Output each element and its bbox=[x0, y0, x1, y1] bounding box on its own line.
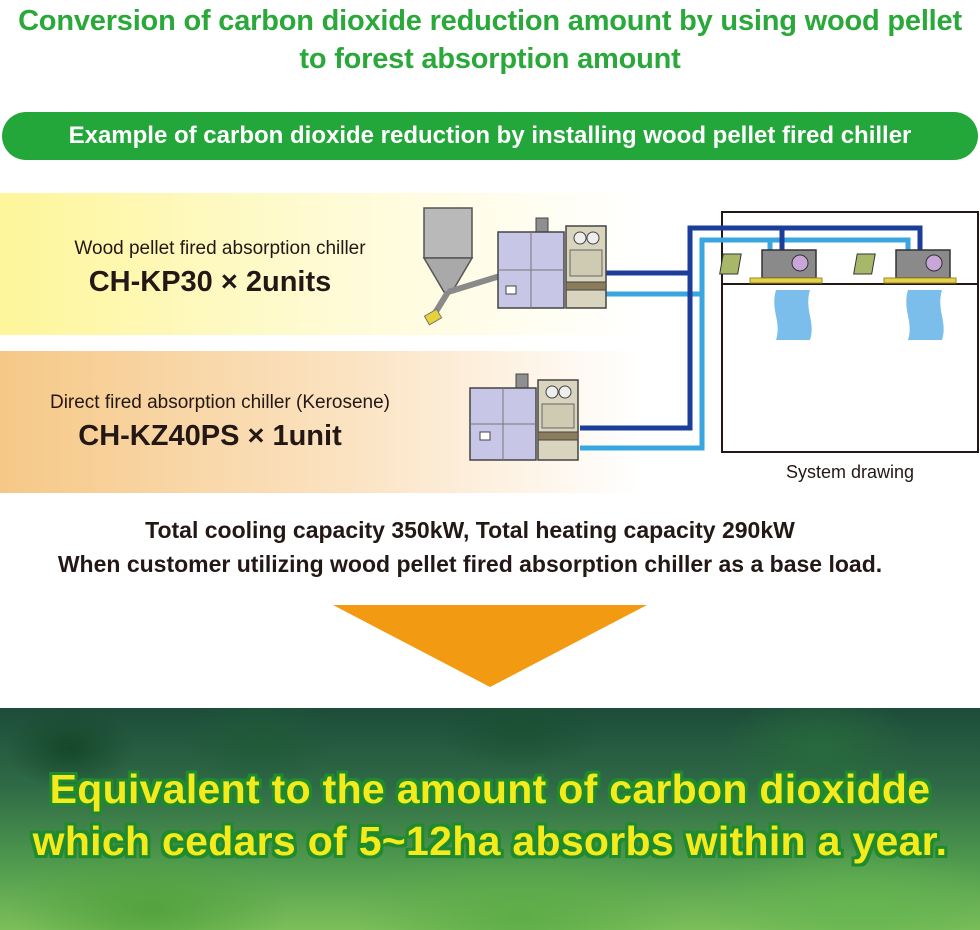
result-line-1: Equivalent to the amount of carbon dioxi… bbox=[49, 766, 931, 812]
down-arrow-icon bbox=[333, 605, 647, 687]
title-line-1: Conversion of carbon dioxide reduction a… bbox=[18, 5, 962, 37]
title-line-2: to forest absorption amount bbox=[299, 43, 681, 75]
result-line-2: which cedars of 5~12ha absorbs within a … bbox=[32, 818, 948, 864]
wood-pellet-chiller-icon bbox=[497, 217, 607, 309]
fan-coil-unit-right-icon bbox=[853, 249, 957, 340]
example-banner: Example of carbon dioxide reduction by i… bbox=[2, 112, 978, 160]
kerosene-chiller-icon bbox=[469, 373, 579, 461]
pellet-silo-icon bbox=[422, 207, 501, 326]
summary-capacity: Total cooling capacity 350kW, Total heat… bbox=[145, 517, 795, 543]
building-outline bbox=[721, 211, 979, 453]
kerosene-unit-label: Direct fired absorption chiller (Kerosen… bbox=[49, 392, 391, 413]
piping bbox=[580, 225, 923, 451]
forest-background: Equivalent to the amount of carbon dioxi… bbox=[0, 708, 980, 930]
wood-pellet-unit-label: Wood pellet fired absorption chiller bbox=[74, 238, 366, 259]
kerosene-unit-model: CH-KZ40PS × 1unit bbox=[78, 420, 342, 452]
wood-pellet-unit-model: CH-KP30 × 2units bbox=[88, 266, 332, 298]
page-title: Conversion of carbon dioxide reduction a… bbox=[0, 2, 980, 78]
system-drawing-caption: System drawing bbox=[785, 462, 915, 482]
summary-base-load: When customer utilizing wood pellet fire… bbox=[57, 551, 883, 577]
system-diagram bbox=[422, 207, 979, 461]
fan-coil-unit-left-icon bbox=[719, 249, 823, 340]
